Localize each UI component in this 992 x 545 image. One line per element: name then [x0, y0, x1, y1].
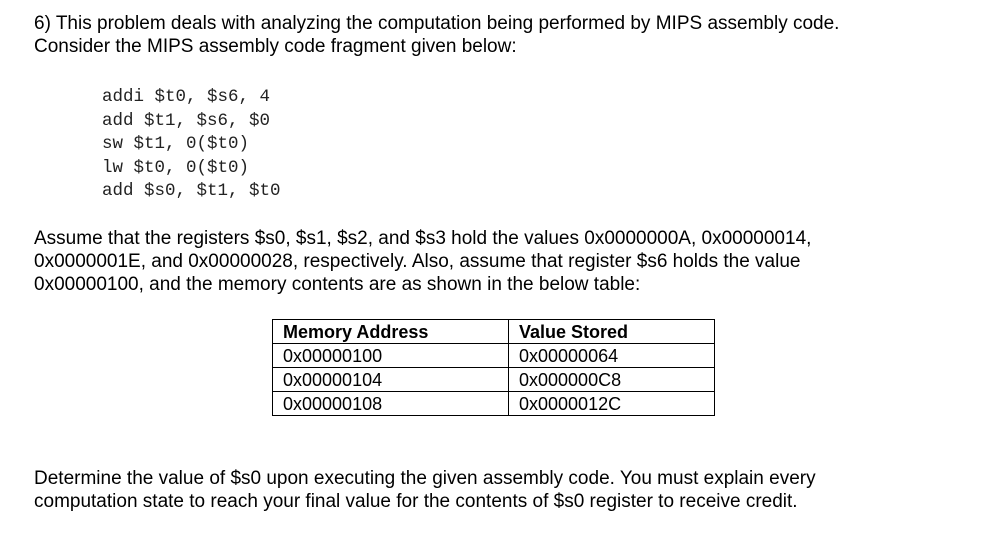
- address-cell: 0x00000104: [272, 367, 509, 392]
- value-cell: 0x0000012C: [508, 391, 715, 416]
- assume-line-2: 0x0000001E, and 0x00000028, respectively…: [34, 251, 801, 272]
- assume-line-1: Assume that the registers $s0, $s1, $s2,…: [34, 228, 812, 249]
- table-row: 0x00000108 0x0000012C: [272, 391, 715, 416]
- address-cell: 0x00000100: [272, 343, 509, 368]
- register-assumptions: Assume that the registers $s0, $s1, $s2,…: [34, 227, 934, 296]
- code-line: sw $t1, 0($t0): [102, 134, 250, 154]
- table-row: 0x00000100 0x00000064: [272, 343, 715, 368]
- value-cell: 0x000000C8: [508, 367, 715, 392]
- value-cell: 0x00000064: [508, 343, 715, 368]
- problem-question: Determine the value of $s0 upon executin…: [34, 467, 934, 513]
- column-header-address: Memory Address: [272, 319, 509, 344]
- code-line: add $s0, $t1, $t0: [102, 181, 281, 201]
- intro-line-1: 6) This problem deals with analyzing the…: [34, 13, 840, 34]
- code-line: add $t1, $s6, $0: [102, 110, 271, 131]
- problem-intro: 6) This problem deals with analyzing the…: [34, 12, 954, 58]
- assume-line-3: 0x00000100, and the memory contents are …: [34, 274, 641, 295]
- column-header-value: Value Stored: [508, 319, 715, 344]
- code-line: lw $t0, 0($t0): [102, 157, 250, 178]
- memory-table: Memory Address Value Stored 0x00000100 0…: [272, 319, 715, 416]
- question-line-1: Determine the value of $s0 upon executin…: [34, 468, 816, 489]
- table-header-row: Memory Address Value Stored: [272, 319, 715, 344]
- intro-line-2: Consider the MIPS assembly code fragment…: [34, 36, 517, 57]
- address-cell: 0x00000108: [272, 391, 509, 416]
- assembly-code-block: addi $t0, $s6, 4 add $t1, $s6, $0 sw $t1…: [102, 86, 281, 204]
- question-line-2: computation state to reach your final va…: [34, 491, 798, 512]
- code-line: addi $t0, $s6, 4: [102, 87, 271, 107]
- table-row: 0x00000104 0x000000C8: [272, 367, 715, 392]
